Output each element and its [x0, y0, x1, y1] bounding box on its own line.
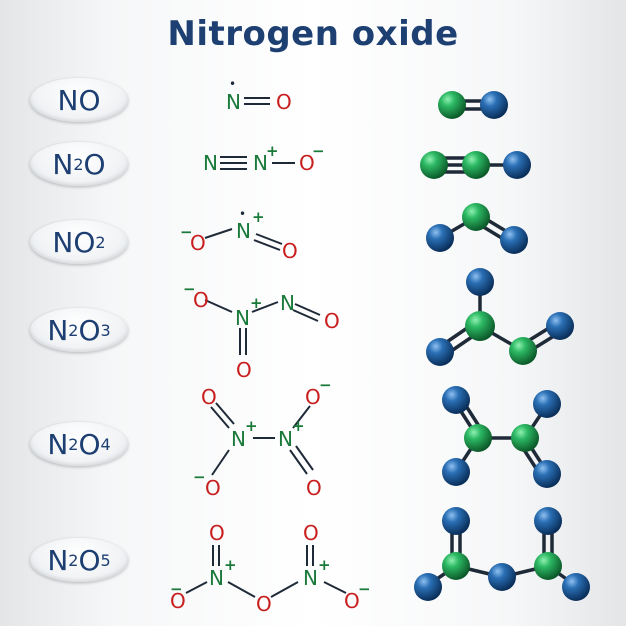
- charge-plus: +: [250, 294, 263, 312]
- atom-n: N: [226, 90, 241, 114]
- formula-text: N: [47, 427, 69, 461]
- atom-o: O: [282, 239, 298, 263]
- formula-subscript: 2: [68, 550, 79, 570]
- atom-n: N: [209, 566, 224, 590]
- formula-text: O: [78, 543, 101, 577]
- atom-n: N: [231, 427, 246, 451]
- atom-o: O: [303, 521, 319, 545]
- structural-bonds: [185, 97, 347, 598]
- formula-text: O: [78, 427, 101, 461]
- oxygen-atom-ball: [500, 226, 528, 254]
- charge-plus: +: [245, 417, 258, 435]
- oxygen-atom-ball: [488, 563, 516, 591]
- oxygen-atom-ball: [442, 507, 470, 535]
- formula-subscript: 2: [95, 232, 106, 252]
- formula-text: N: [47, 543, 69, 577]
- oxygen-atom-ball: [533, 460, 561, 488]
- atom-o: O: [205, 476, 221, 500]
- atom-o: O: [256, 592, 272, 616]
- charge-minus: −: [180, 223, 193, 241]
- atom-o: O: [305, 385, 321, 409]
- formula-text: NO: [57, 83, 101, 117]
- atom-n: N: [236, 219, 251, 243]
- formula-text: NO: [52, 225, 96, 259]
- oxygen-atom-ball: [442, 458, 470, 486]
- atom-n: N: [235, 306, 250, 330]
- oxygen-atom-ball: [480, 91, 508, 119]
- formula-subscript: 3: [100, 320, 111, 340]
- formula-label-no: NO: [30, 78, 128, 122]
- atom-o: O: [201, 385, 217, 409]
- atom-o: O: [193, 288, 209, 312]
- page-title: Nitrogen oxide: [167, 14, 459, 54]
- oxygen-atom-ball: [533, 390, 561, 418]
- formula-subscript: 2: [68, 320, 79, 340]
- nitrogen-atom-ball: [438, 91, 466, 119]
- nitrogen-atom-ball: [511, 424, 539, 452]
- atom-o: O: [344, 589, 360, 613]
- charge-plus: +: [224, 556, 237, 574]
- atom-n: N: [203, 151, 218, 175]
- oxygen-atom-ball: [414, 573, 442, 601]
- oxygen-atom-ball: [534, 507, 562, 535]
- formula-subscript: 4: [100, 434, 111, 454]
- charge-minus: −: [183, 280, 196, 298]
- atom-n: N: [280, 291, 295, 315]
- nitrogen-atom-ball: [534, 552, 562, 580]
- oxygen-atom-ball: [503, 151, 531, 179]
- oxygen-atom-ball: [546, 312, 574, 340]
- atom-n: N: [253, 151, 268, 175]
- nitrogen-atom-ball: [464, 424, 492, 452]
- nitrogen-atom-ball: [462, 203, 490, 231]
- charge-plus: +: [292, 417, 305, 435]
- atom-o: O: [236, 358, 252, 382]
- charge-minus: −: [193, 468, 206, 486]
- nitrogen-atom-ball: [465, 311, 495, 341]
- oxygen-atom-ball: [426, 224, 454, 252]
- nitrogen-atom-ball: [509, 337, 537, 365]
- formula-text: N: [52, 147, 74, 181]
- formula-subscript: 2: [73, 154, 84, 174]
- nitrogen-atom-ball: [420, 151, 448, 179]
- atom-o: O: [209, 521, 225, 545]
- atom-n: N: [278, 427, 293, 451]
- radical-dot: •: [229, 77, 236, 91]
- formula-text: N: [47, 313, 69, 347]
- atom-o: O: [306, 476, 322, 500]
- formula-subscript: 5: [100, 550, 111, 570]
- oxygen-atom-ball: [466, 268, 494, 296]
- structural-atoms: N • O N N + O − − O N • + O − O N + N O …: [170, 77, 371, 616]
- charge-minus: −: [170, 580, 183, 598]
- charge-minus: −: [358, 580, 371, 598]
- formula-subscript: 2: [68, 434, 79, 454]
- charge-plus: +: [318, 556, 331, 574]
- nitrogen-atom-ball: [442, 552, 470, 580]
- atom-o: O: [276, 90, 292, 114]
- nitrogen-atom-ball: [462, 151, 490, 179]
- charge-plus: +: [252, 208, 265, 226]
- formula-text: O: [78, 313, 101, 347]
- oxygen-atom-ball: [426, 338, 454, 366]
- atom-o: O: [299, 151, 315, 175]
- oxygen-atom-ball: [562, 573, 590, 601]
- charge-plus: +: [266, 142, 279, 160]
- model-atoms: [414, 91, 590, 601]
- atom-o: O: [324, 309, 340, 333]
- atom-o: O: [190, 231, 206, 255]
- radical-dot: •: [239, 207, 246, 221]
- oxygen-atom-ball: [442, 386, 470, 414]
- atom-o: O: [170, 589, 186, 613]
- formula-text: O: [83, 147, 106, 181]
- atom-n: N: [303, 566, 318, 590]
- charge-minus: −: [319, 376, 332, 394]
- charge-minus: −: [312, 142, 325, 160]
